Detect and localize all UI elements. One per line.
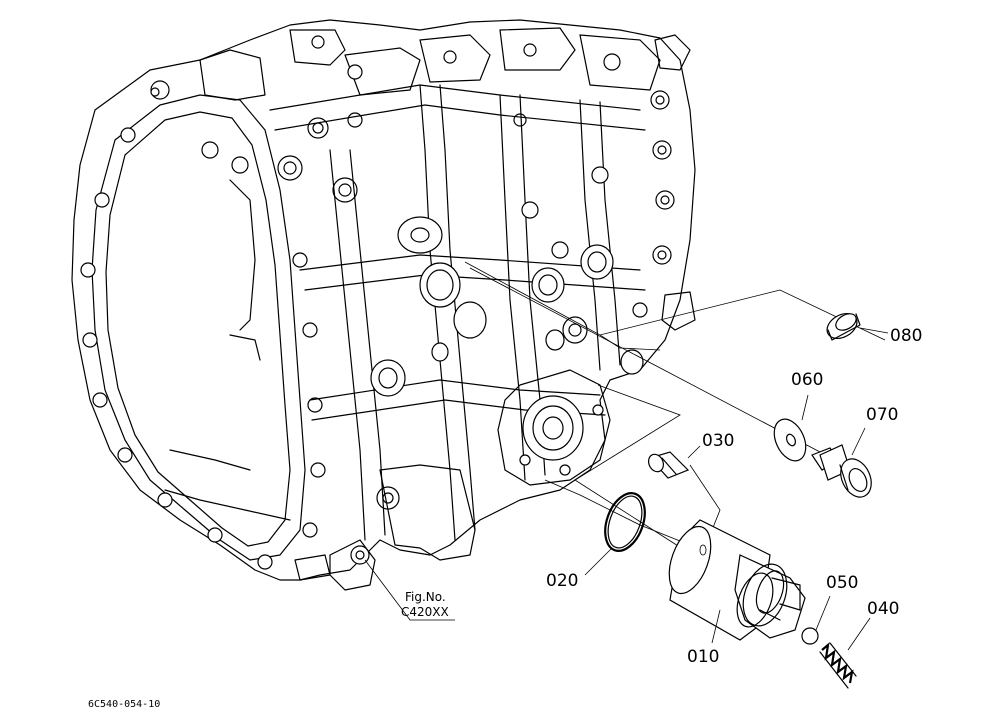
assembly-lines (364, 261, 886, 621)
callout-060: 060 (791, 370, 823, 390)
part-030-pin (648, 445, 701, 479)
callout-020: 020 (546, 571, 578, 591)
callout-070: 070 (866, 405, 898, 425)
figure-reference: Fig.No. C420XX (401, 590, 449, 619)
callout-050: 050 (826, 573, 858, 593)
figure-code: 6C540-054-10 (88, 699, 160, 710)
callout-040: 040 (867, 599, 899, 619)
part-010-valve-body (668, 519, 806, 644)
callout-080: 080 (890, 326, 922, 346)
fig-reference-label: Fig.No. (405, 590, 446, 604)
callout-030: 030 (702, 431, 734, 451)
callout-010: 010 (687, 647, 719, 667)
transmission-case (71, 19, 696, 591)
callout-labels: 080 060 070 030 020 050 040 010 (546, 326, 922, 667)
fig-reference-number: C420XX (401, 605, 449, 619)
part-020-o-ring (584, 492, 646, 576)
part-060-washer (773, 394, 809, 462)
part-070-plug (811, 427, 872, 498)
part-050-ball (801, 595, 831, 645)
part-080-bushing (826, 312, 889, 341)
part-040-spring (819, 617, 871, 689)
